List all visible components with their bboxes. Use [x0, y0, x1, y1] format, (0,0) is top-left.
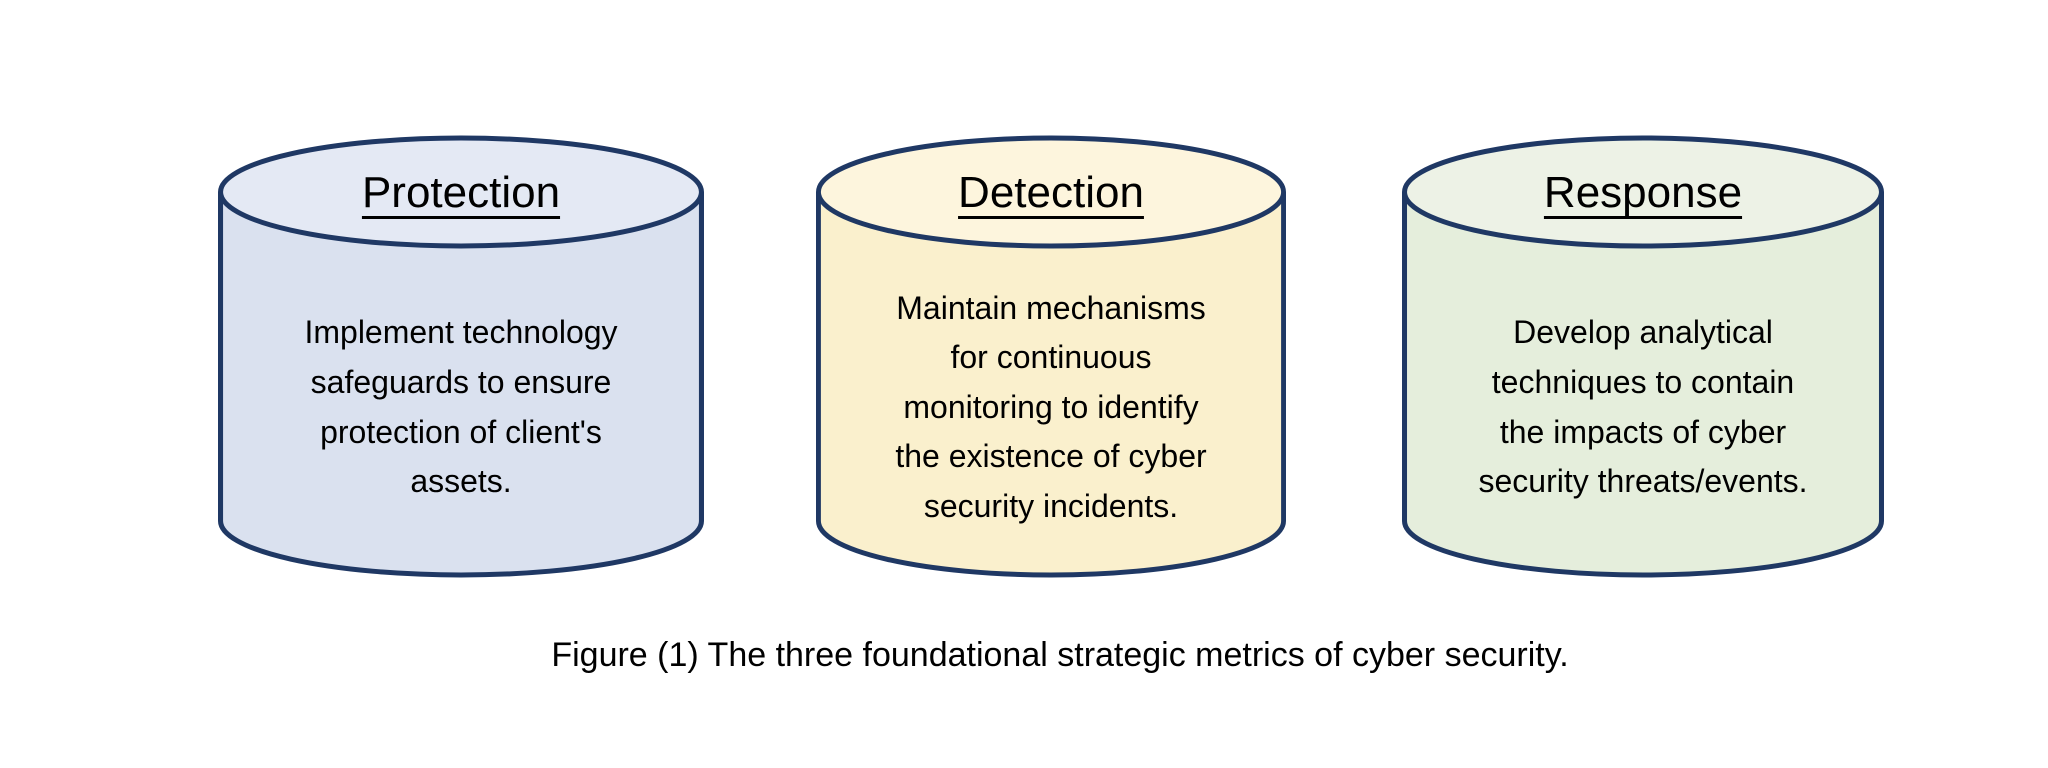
- cylinder-title: Response: [1402, 139, 1884, 247]
- cylinder-description: Develop analytical techniques to contain…: [1478, 314, 1808, 500]
- cylinder-response: Response Develop analytical techniques t…: [1402, 135, 1884, 578]
- cylinder-shape: [218, 135, 704, 578]
- cylinder-body: [816, 192, 1286, 578]
- cylinder-body: [1402, 192, 1884, 578]
- cylinder-description: Implement technology safeguards to ensur…: [304, 314, 618, 500]
- cylinder-shape: [1402, 135, 1884, 578]
- cylinder-title-text: Detection: [958, 168, 1144, 217]
- cylinder-title: Detection: [816, 139, 1286, 247]
- cylinder-protection: Protection Implement technology safeguar…: [218, 135, 704, 578]
- cylinder-description: Maintain mechanisms for continuous monit…: [895, 289, 1207, 524]
- cylinder-shape: [816, 135, 1286, 578]
- cylinder-top-ellipse: [1402, 135, 1884, 249]
- figure-caption: Figure (1) The three foundational strate…: [551, 636, 1569, 674]
- cylinder-title-text: Response: [1543, 168, 1743, 217]
- cylinder-detection: Detection Maintain mechanisms for contin…: [816, 135, 1286, 578]
- cylinder-top-ellipse: [816, 135, 1286, 249]
- cylinder-top-ellipse: [218, 135, 704, 249]
- cylinder-title-text: Protection: [361, 168, 561, 217]
- cylinder-title: Protection: [218, 139, 704, 247]
- cylinder-body: [218, 192, 704, 578]
